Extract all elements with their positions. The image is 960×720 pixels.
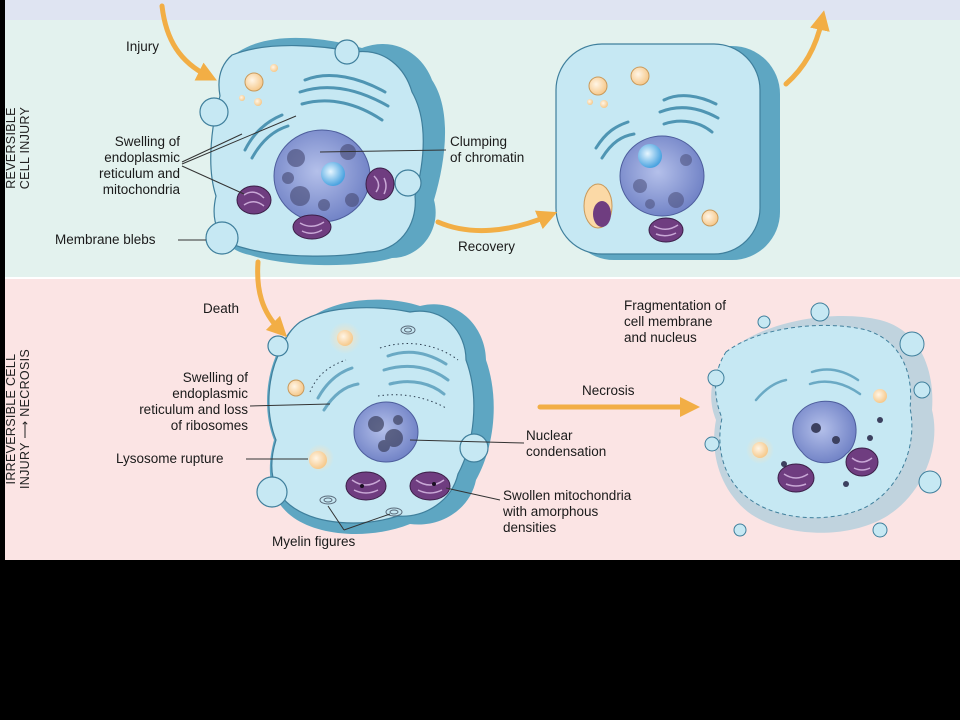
label-injury: Injury	[126, 39, 160, 54]
cell1-endoplasmic-reticulum	[243, 74, 390, 160]
cell3-nuclear-chromatin	[368, 415, 403, 452]
cell2-chromatin	[633, 154, 692, 209]
cell2-mitochondria	[583, 183, 684, 243]
label-myelin-figures: Myelin figures	[272, 534, 356, 549]
cell4-fragmented-nucleus	[792, 400, 857, 464]
label-necrosis: Necrosis	[582, 383, 635, 398]
reversible-panel-bg	[5, 20, 960, 278]
cell1-lysosome	[244, 72, 264, 92]
label-recovery: Recovery	[458, 239, 516, 254]
label-fragmentation: Fragmentation of cell membrane and nucle…	[624, 298, 727, 345]
cell4-lysosome	[752, 442, 768, 458]
label-membrane-blebs: Membrane blebs	[55, 232, 156, 247]
death-arrow	[255, 259, 288, 338]
cell1-bleb	[205, 221, 239, 255]
cell2-vesicle	[587, 99, 593, 105]
recovery-arrow	[435, 210, 558, 233]
process-arrows	[159, 3, 830, 417]
recovered-cell	[555, 43, 780, 260]
injury-arrow	[159, 3, 217, 81]
cell3-ruptured-lysosome	[309, 451, 327, 469]
cell2-vesicle	[600, 100, 608, 108]
cell2-lysosome	[630, 66, 650, 86]
cell4-mitochondria	[777, 447, 879, 493]
cell3-swollen-mitochondria	[345, 471, 451, 501]
label-nuclear-condensation: Nuclear condensation	[526, 428, 607, 459]
irreversible-panel-label: IRREVERSIBLE CELL INJURY ⟶ NECROSIS	[4, 349, 32, 489]
top-band	[5, 0, 960, 20]
cell2-nucleolus	[638, 144, 662, 168]
cell3-swollen-er	[316, 350, 450, 412]
cell3-condensed-nucleus	[353, 401, 419, 463]
reversible-injured-cell	[199, 37, 446, 266]
cell3-bleb	[459, 433, 489, 463]
return-arrow	[783, 10, 830, 87]
cell1-vesicle	[270, 64, 278, 72]
cell1-nucleolus	[321, 162, 345, 186]
leader-lines	[178, 115, 525, 531]
cell2-lysosome	[701, 209, 719, 227]
fragmented-cell	[704, 302, 942, 538]
cell1-vesicle	[239, 95, 245, 101]
cell3-ribosome-dots	[309, 343, 459, 409]
cell3-vesicle	[287, 379, 305, 397]
cell4-vesicle	[873, 389, 887, 403]
cell1-bleb	[334, 39, 360, 65]
cell3-bleb	[256, 476, 288, 508]
arrow-right-icon: ⟶	[18, 420, 32, 439]
label-swelling-er-ribo: Swelling of endoplasmic reticulum and lo…	[139, 370, 248, 433]
cell2-endoplasmic-reticulum	[594, 94, 720, 160]
necrotic-cell	[256, 299, 494, 535]
cell3-lysosome	[337, 330, 353, 346]
cell3-bleb	[267, 335, 289, 357]
cell1-vesicle	[254, 98, 262, 106]
cell4-membrane-fragments	[704, 302, 942, 538]
label-swelling-er-mito: Swelling of endoplasmic reticulum and mi…	[98, 134, 180, 197]
label-swollen-mitochondria: Swollen mitochondria with amorphous dens…	[503, 488, 632, 535]
cell1-bleb	[199, 97, 229, 127]
label-clumping-chromatin: Clumping of chromatin	[450, 134, 525, 165]
cell2-lysosome	[588, 76, 608, 96]
cell2-nucleus	[619, 135, 705, 217]
cell1-bleb	[394, 169, 422, 197]
label-death: Death	[203, 301, 240, 316]
reversible-panel-label: REVERSIBLE CELL INJURY	[4, 106, 32, 190]
label-lysosome-rupture: Lysosome rupture	[116, 451, 224, 466]
cell3-myelin-figures	[319, 325, 416, 517]
cell4-er-fragments	[754, 368, 862, 402]
cell1-mitochondria	[236, 167, 395, 240]
